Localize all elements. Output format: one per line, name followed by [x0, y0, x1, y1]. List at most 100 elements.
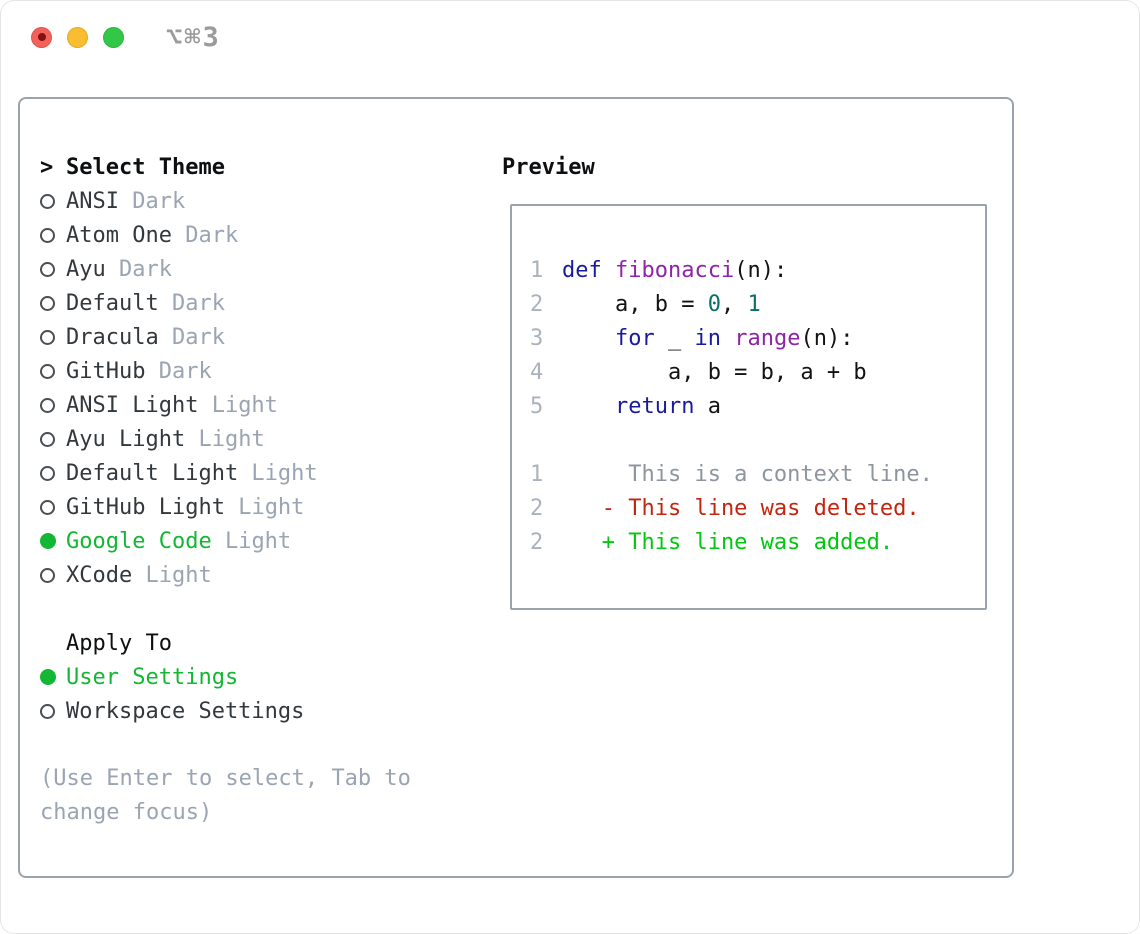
cursor-arrow: >: [40, 154, 54, 180]
radio-icon: [40, 567, 55, 583]
preview-line: 2 a, b = 0, 1: [530, 287, 971, 321]
theme-name: XCode: [66, 562, 133, 588]
theme-name: Dracula: [66, 324, 159, 350]
theme-option[interactable]: XCode Light: [40, 558, 470, 592]
theme-variant: Dark: [118, 188, 186, 214]
radio-column: [40, 193, 66, 209]
close-button[interactable]: [31, 26, 52, 48]
theme-option[interactable]: Atom One Dark: [40, 218, 470, 252]
radio-icon: [40, 329, 55, 345]
line-number: 4: [530, 359, 544, 385]
theme-name: ANSI Light: [66, 392, 199, 418]
radio-icon: [40, 227, 55, 243]
preview-line: 2 + This line was added.: [530, 525, 971, 559]
theme-option[interactable]: ANSI Dark: [40, 184, 470, 218]
radio-column: [40, 567, 66, 583]
radio-icon: [40, 193, 55, 209]
window-controls: [31, 26, 124, 48]
theme-option[interactable]: Default Light Light: [40, 456, 470, 490]
radio-column: [40, 295, 66, 311]
line-number: 2: [530, 529, 544, 555]
theme-option[interactable]: GitHub Light Light: [40, 490, 470, 524]
theme-option[interactable]: Dracula Dark: [40, 320, 470, 354]
theme-variant: Dark: [145, 358, 212, 384]
radio-selected-icon: [40, 533, 56, 549]
radio-icon: [40, 295, 55, 311]
code-text: return a: [614, 393, 721, 419]
theme-variant: Dark: [158, 290, 225, 316]
apply-to-option[interactable]: Workspace Settings: [40, 694, 470, 728]
zoom-button[interactable]: [103, 26, 124, 48]
theme-option[interactable]: GitHub Dark: [40, 354, 470, 388]
code-text: def fibonacci(n):: [562, 257, 788, 283]
theme-option[interactable]: Ayu Light Light: [40, 422, 470, 456]
theme-name: Default Light: [66, 460, 239, 486]
code-text: This is a context line.: [562, 461, 933, 487]
theme-variant: Dark: [105, 256, 172, 282]
theme-name: Atom One: [66, 222, 172, 248]
radio-column: [40, 261, 66, 277]
apply-to-option[interactable]: User Settings: [40, 660, 470, 694]
radio-column: [40, 465, 66, 481]
radio-column: [40, 499, 66, 515]
preview-line: 5 return a: [530, 389, 971, 423]
radio-icon: [40, 703, 55, 719]
theme-option[interactable]: Google Code Light: [40, 524, 470, 558]
radio-column: [40, 533, 66, 549]
line-number: 2: [530, 291, 544, 317]
radio-column: [40, 703, 66, 719]
preview-line: 1 This is a context line.: [530, 457, 971, 491]
code-text: a, b = b, a + b: [562, 359, 867, 385]
theme-name: Google Code: [66, 528, 212, 554]
radio-icon: [40, 363, 55, 379]
radio-icon: [40, 261, 55, 277]
preview-line: 3 for _ in range(n):: [530, 321, 971, 355]
theme-option[interactable]: Ayu Dark: [40, 252, 470, 286]
code-text: - This line was deleted.: [562, 495, 920, 521]
line-number: 1: [530, 257, 544, 283]
theme-variant: Light: [211, 528, 292, 554]
code-text: for _ in range(n):: [614, 325, 854, 351]
theme-name: Ayu: [66, 256, 106, 282]
apply-to-header: Apply To: [40, 626, 470, 660]
radio-column: [40, 227, 66, 243]
radio-column: [40, 363, 66, 379]
theme-option[interactable]: Default Dark: [40, 286, 470, 320]
apply-to-name: User Settings: [66, 664, 239, 690]
preview-line: 4 a, b = b, a + b: [530, 355, 971, 389]
line-number: 3: [530, 325, 544, 351]
theme-name: GitHub Light: [66, 494, 225, 520]
preview-line: 2 - This line was deleted.: [530, 491, 971, 525]
theme-option[interactable]: ANSI Light Light: [40, 388, 470, 422]
radio-selected-icon: [40, 669, 56, 685]
apply-to-label: Apply To: [66, 630, 172, 656]
radio-column: [40, 669, 66, 685]
theme-name: Default: [66, 290, 159, 316]
preview-label: Preview: [502, 154, 595, 180]
theme-variant: Dark: [171, 222, 239, 248]
theme-name: ANSI: [66, 188, 119, 214]
radio-icon: [40, 431, 55, 447]
title-bar: ⌥⌘3: [0, 0, 1140, 74]
theme-variant: Light: [132, 562, 212, 588]
theme-variant: Light: [185, 426, 265, 452]
radio-icon: [40, 499, 55, 515]
minimize-button[interactable]: [67, 26, 88, 48]
code-text: + This line was added.: [562, 529, 894, 555]
theme-variant: Light: [198, 392, 278, 418]
line-number: 1: [530, 461, 544, 487]
radio-icon: [40, 397, 55, 413]
line-number: 5: [530, 393, 544, 419]
code-text: a, b = 0, 1: [562, 291, 761, 317]
select-theme-label: Select Theme: [66, 154, 225, 180]
theme-name: Ayu Light: [66, 426, 186, 452]
theme-name: GitHub: [66, 358, 146, 384]
theme-variant: Light: [238, 460, 318, 486]
theme-variant: Light: [224, 494, 305, 520]
